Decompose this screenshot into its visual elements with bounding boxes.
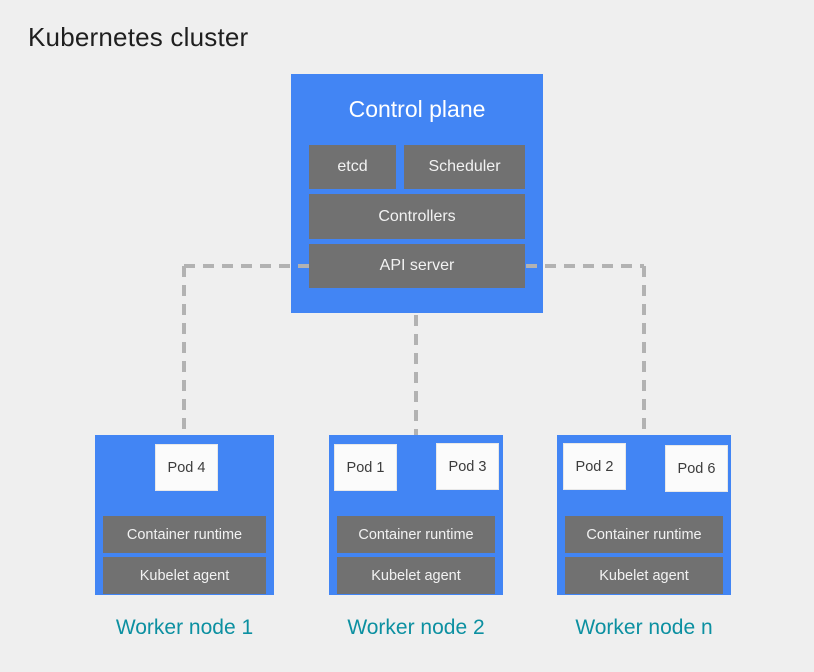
kubelet-agent-box: Kubelet agent bbox=[337, 557, 495, 594]
pod-box: Pod 2 bbox=[563, 443, 626, 490]
scheduler-box: Scheduler bbox=[404, 145, 525, 189]
worker-node-2-box: Pod 1 Pod 3 Container runtime Kubelet ag… bbox=[329, 435, 503, 595]
api-server-box: API server bbox=[309, 244, 525, 288]
container-runtime-box: Container runtime bbox=[337, 516, 495, 553]
worker-node-n-label: Worker node n bbox=[575, 616, 713, 639]
worker-node-2-label: Worker node 2 bbox=[347, 616, 485, 639]
control-plane-label: Control plane bbox=[348, 96, 486, 122]
pod-box: Pod 3 bbox=[436, 443, 499, 490]
controllers-box: Controllers bbox=[309, 194, 525, 239]
pod-box: Pod 4 bbox=[155, 444, 218, 491]
worker-node-1-label: Worker node 1 bbox=[115, 616, 254, 639]
etcd-box: etcd bbox=[309, 145, 396, 189]
worker-node-1-box: Pod 4 Container runtime Kubelet agent bbox=[95, 435, 274, 595]
kubelet-agent-box: Kubelet agent bbox=[565, 557, 723, 594]
pod-box: Pod 1 bbox=[334, 444, 397, 491]
control-plane-box: Control plane etcd Scheduler Controllers… bbox=[291, 74, 543, 313]
worker-node-n-box: Pod 2 Pod 6 Container runtime Kubelet ag… bbox=[557, 435, 731, 595]
kubelet-agent-box: Kubelet agent bbox=[103, 557, 266, 594]
diagram-title: Kubernetes cluster bbox=[28, 22, 249, 52]
container-runtime-box: Container runtime bbox=[103, 516, 266, 553]
container-runtime-box: Container runtime bbox=[565, 516, 723, 553]
pod-box: Pod 6 bbox=[665, 445, 728, 492]
